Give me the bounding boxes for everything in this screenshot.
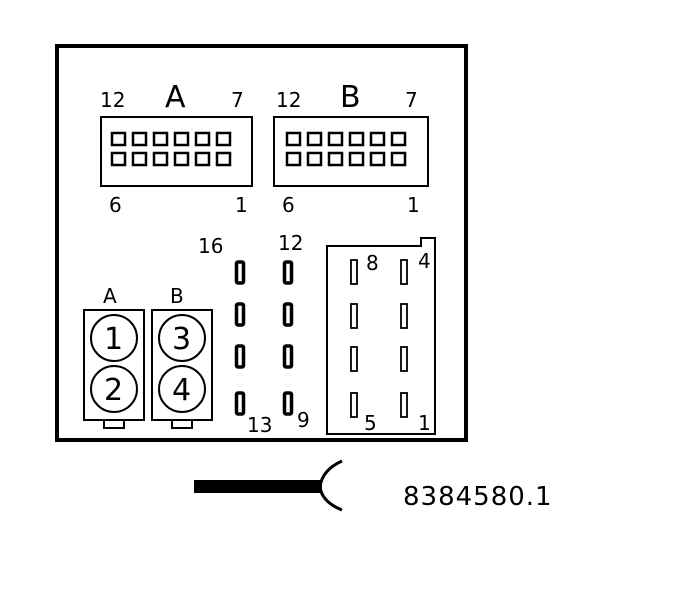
pin-cavity: [110, 151, 127, 167]
connector-b-pin-1-label: 1: [407, 193, 420, 217]
pin-cavity: [327, 151, 344, 167]
flat-pin-12-label: 12: [278, 231, 303, 255]
connector-a-cavities: [110, 131, 232, 167]
connector-b-cavities: [285, 131, 407, 167]
connector-b-pin-7-label: 7: [405, 88, 418, 112]
harness-fork: [318, 459, 343, 512]
pin-cavity: [306, 151, 323, 167]
pin-cavity: [390, 151, 407, 167]
connector-b-housing: [273, 116, 429, 187]
reference-number: 8384580.1: [403, 482, 553, 512]
block-pin: [400, 259, 408, 285]
pin-cavity: [348, 151, 365, 167]
wire-harness-symbol: [194, 459, 343, 512]
diagram-frame: [55, 44, 468, 442]
round-connector-a-pin-2: [90, 365, 138, 413]
pin-cavity: [369, 131, 386, 147]
pin-cavity: [369, 151, 386, 167]
connector-b: 12 B 7 6 1: [273, 80, 429, 217]
flat-pin: [282, 391, 294, 416]
flat-pin: [234, 302, 246, 327]
connector-a-pin-12-label: 12: [100, 88, 125, 112]
flat-pin-16-label: 16: [198, 234, 223, 258]
flat-pin: [282, 344, 294, 369]
connector-a-housing: [100, 116, 253, 187]
pin-cavity: [131, 131, 148, 147]
flat-pin: [234, 260, 246, 285]
flat-pin-columns: 16 12 13 9: [198, 231, 310, 437]
pin-cavity: [390, 131, 407, 147]
pin-cavity: [194, 151, 211, 167]
pin-cavity: [327, 131, 344, 147]
connector-a-pin-7-label: 7: [231, 88, 244, 112]
large-block-pin-5-label: 5: [364, 411, 377, 435]
pin-cavity: [194, 131, 211, 147]
round-connector-b-latch: [171, 419, 193, 429]
pin-cavity: [131, 151, 148, 167]
block-pin: [400, 392, 408, 418]
block-pin: [350, 346, 358, 372]
round-connector-a-pin-1-label: 1: [104, 322, 123, 357]
round-connector-b-pin-4: [158, 365, 206, 413]
flat-pin: [234, 391, 246, 416]
round-connector-b-pin-3: [158, 314, 206, 362]
round-connector-a-label: A: [103, 284, 117, 308]
connector-a-title: A: [165, 80, 186, 115]
block-pin: [400, 346, 408, 372]
block-pin: [350, 392, 358, 418]
pin-cavity: [348, 131, 365, 147]
block-pin: [350, 303, 358, 329]
block-pin: [350, 259, 358, 285]
flat-pin-13-label: 13: [247, 413, 272, 437]
flat-pin-9-label: 9: [297, 408, 310, 432]
pin-cavity: [215, 131, 232, 147]
round-connector-b-label: B: [170, 284, 184, 308]
connector-b-pin-12-label: 12: [276, 88, 301, 112]
pin-cavity: [152, 151, 169, 167]
flat-pin: [234, 344, 246, 369]
round-connector-a-latch: [103, 419, 125, 429]
round-connector-a-pin-2-label: 2: [104, 373, 123, 408]
large-block-pin-4-label: 4: [418, 249, 431, 273]
flat-pins: [234, 260, 294, 416]
connector-a: 12 A 7 6 1: [100, 80, 253, 217]
connector-a-pin-6-label: 6: [109, 193, 122, 217]
large-block-pins: [350, 259, 408, 418]
pin-cavity: [173, 131, 190, 147]
flat-pin: [282, 302, 294, 327]
round-connector-a: A 1 2: [83, 284, 145, 429]
connector-b-pin-6-label: 6: [282, 193, 295, 217]
pin-cavity: [285, 131, 302, 147]
large-block-pin-8-label: 8: [366, 251, 379, 275]
large-block-pin-1-label: 1: [418, 411, 431, 435]
pin-cavity: [110, 131, 127, 147]
block-pin: [400, 303, 408, 329]
large-connector-block: 8 4 5 1: [326, 237, 436, 435]
round-connector-b-pin-4-label: 4: [172, 373, 191, 408]
pin-cavity: [306, 131, 323, 147]
pin-cavity: [173, 151, 190, 167]
round-connector-a-pin-1: [90, 314, 138, 362]
connector-b-title: B: [340, 80, 361, 115]
harness-bar: [194, 480, 322, 493]
pin-cavity: [152, 131, 169, 147]
pin-cavity: [285, 151, 302, 167]
connector-a-pin-1-label: 1: [235, 193, 248, 217]
large-block-outline: [326, 237, 436, 435]
pin-cavity: [215, 151, 232, 167]
round-connector-b-pin-3-label: 3: [172, 322, 191, 357]
flat-pin: [282, 260, 294, 285]
round-connector-b: B 3 4: [151, 284, 213, 429]
